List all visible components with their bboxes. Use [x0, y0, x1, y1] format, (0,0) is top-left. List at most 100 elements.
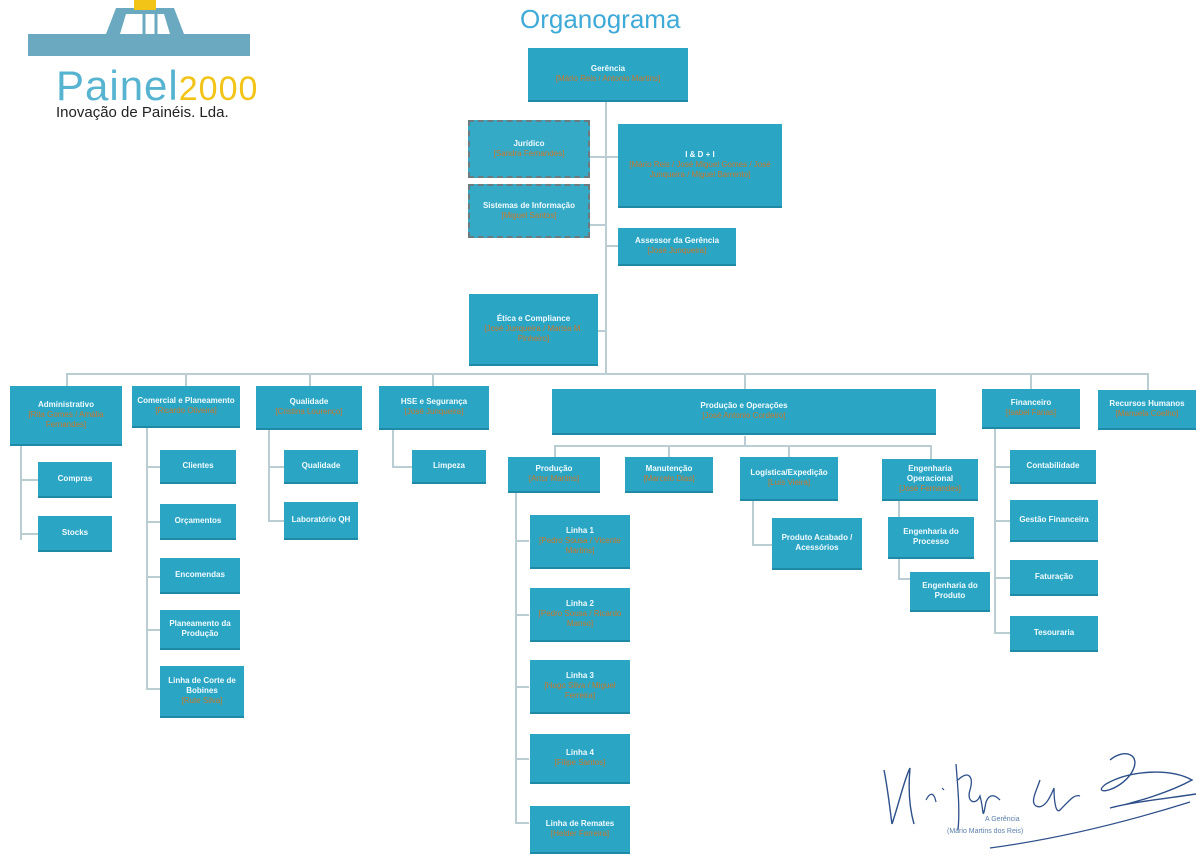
node-title: Sistemas de Informação — [482, 201, 576, 210]
logo-year: 2000 — [178, 70, 259, 108]
signature-name: (Mário Martins dos Reis) — [947, 828, 1024, 835]
node-title: Clientes — [182, 461, 214, 470]
connector-line — [515, 614, 529, 616]
node-title: Engenharia do Processo — [903, 527, 959, 546]
connector-line — [392, 466, 412, 468]
node-subtitle: [José Junqueira] — [647, 246, 707, 255]
connector-line — [590, 224, 606, 226]
connector-line — [994, 632, 1010, 634]
connector-line — [20, 479, 38, 481]
connector-line — [898, 578, 910, 580]
node-comercial: Comercial e Planeamento [Ricardo Oliveir… — [132, 386, 240, 428]
connector-line — [752, 500, 754, 546]
node-eng-operacional: Engenharia Operacional [José Fernandes] — [882, 459, 978, 501]
node-title: Linha 1 — [565, 526, 594, 535]
node-qualidade: Qualidade [Cristina Lourenço] — [256, 386, 362, 430]
node-subtitle: [Rute Silva] — [181, 696, 223, 705]
node-title: Ética e Compliance — [496, 314, 571, 323]
connector-line — [930, 445, 932, 459]
node-subtitle: [Isabel Farias] — [1005, 408, 1057, 417]
connector-line — [146, 428, 148, 690]
node-gestao-financeira: Gestão Financeira — [1010, 500, 1098, 542]
connector-line — [744, 436, 746, 446]
connector-line — [146, 688, 160, 690]
node-title: Manutenção — [645, 464, 693, 473]
connector-line — [515, 758, 529, 760]
connector-line — [146, 521, 160, 523]
node-contabilidade: Contabilidade — [1010, 450, 1096, 484]
node-title: Linha 3 — [565, 671, 594, 680]
connector-line — [515, 540, 529, 542]
connector-line — [20, 533, 38, 535]
node-laboratorio: Laboratório QH — [284, 502, 358, 540]
node-title: Administrativo — [37, 400, 94, 409]
node-subtitle: [Mário Reis / José Miguel Gomes / José J… — [629, 160, 771, 179]
node-subtitle: [Sandra Fernandes] — [493, 149, 565, 158]
node-eng-processo: Engenharia do Processo — [888, 517, 974, 559]
node-administrativo: Administrativo [Rita Gomes / Amália Fern… — [10, 386, 122, 446]
node-subtitle: [Manuela Coelho] — [1115, 409, 1179, 418]
connector-line — [309, 373, 311, 386]
connector-line — [146, 466, 160, 468]
node-financeiro: Financeiro [Isabel Farias] — [982, 389, 1080, 429]
node-linha2: Linha 2 [Pedro Sousa / Ricardo Manso] — [530, 588, 630, 642]
node-producao: Produção [Artur Martins] — [508, 457, 600, 493]
node-subtitle: [Hugo Silva / Miguel Ferreira] — [544, 681, 616, 700]
node-subtitle: [José Junqueira / Marisa M. Pinheiro] — [484, 324, 583, 343]
signature-icon — [883, 753, 1197, 849]
node-title: Encomendas — [175, 570, 225, 579]
node-orcamentos: Orçamentos — [160, 504, 236, 540]
company-logo: Painel2000 Inovação de Painéis. Lda. — [26, 0, 257, 130]
page-title: Organograma — [520, 4, 681, 34]
logo-graphic-icon — [28, 0, 250, 56]
node-title: Engenharia Operacional — [906, 464, 954, 483]
node-linha3: Linha 3 [Hugo Silva / Miguel Ferreira] — [530, 660, 630, 714]
node-subtitle: [Filipe Santos] — [554, 758, 606, 767]
node-manutencao: Manutenção [Marcelo Dias] — [625, 457, 713, 493]
node-linha4: Linha 4 [Filipe Santos] — [530, 734, 630, 784]
node-title: Produto Acabado / Acessórios — [781, 533, 853, 552]
signature-role: A Gerência — [985, 816, 1020, 823]
connector-line — [788, 445, 790, 457]
node-title: I & D + I — [685, 150, 715, 159]
node-linha1: Linha 1 [Pedro Sousa / Vicente Martins] — [530, 515, 630, 569]
node-eng-produto: Engenharia do Produto — [910, 572, 990, 612]
node-assessor: Assessor da Gerência [José Junqueira] — [618, 228, 736, 266]
node-qualidade-sub: Qualidade — [284, 450, 358, 484]
node-title: Faturação — [1034, 572, 1074, 581]
connector-line — [146, 576, 160, 578]
node-hst: HSE e Segurança [José Junqueira] — [379, 386, 489, 430]
node-subtitle: [Pedro Sousa / Ricardo Manso] — [538, 609, 622, 628]
node-gerencia: Gerência [Mário Reis / Antonio Martins] — [528, 48, 688, 102]
connector-line — [744, 373, 746, 389]
node-title: Stocks — [61, 528, 89, 537]
connector-line — [392, 430, 394, 468]
node-title: HSE e Segurança — [400, 397, 468, 406]
connector-line — [994, 466, 1010, 468]
node-clientes: Clientes — [160, 450, 236, 484]
connector-line — [590, 156, 618, 158]
node-title: Engenharia do Produto — [922, 581, 978, 600]
connector-line — [994, 520, 1010, 522]
connector-line — [606, 245, 618, 247]
node-title: Gestão Financeira — [1019, 515, 1089, 524]
node-tesouraria: Tesouraria — [1010, 616, 1098, 652]
node-stocks: Stocks — [38, 516, 112, 552]
connector-line — [994, 577, 1010, 579]
node-logistica: Logística/Expedição [Luís Vieira] — [740, 457, 838, 501]
node-title: Financeiro — [1010, 398, 1052, 407]
node-title: Jurídico — [513, 139, 545, 148]
node-title: Produção — [535, 464, 573, 473]
node-encomendas: Encomendas — [160, 558, 240, 594]
connector-line — [1147, 373, 1149, 390]
connector-line — [515, 822, 529, 824]
logo-subtitle: Inovação de Painéis. Lda. — [56, 104, 229, 121]
connector-line — [268, 520, 284, 522]
node-faturacao: Faturação — [1010, 560, 1098, 596]
node-linha-corte: Linha de Corte de Bobines [Rute Silva] — [160, 666, 244, 718]
node-compras: Compras — [38, 462, 112, 498]
node-juridico: Jurídico [Sandra Fernandes] — [468, 120, 590, 178]
connector-line — [554, 445, 932, 447]
node-subtitle: [José Antonio Cordeiro] — [702, 411, 786, 420]
logo-brand: Painel — [56, 62, 179, 109]
